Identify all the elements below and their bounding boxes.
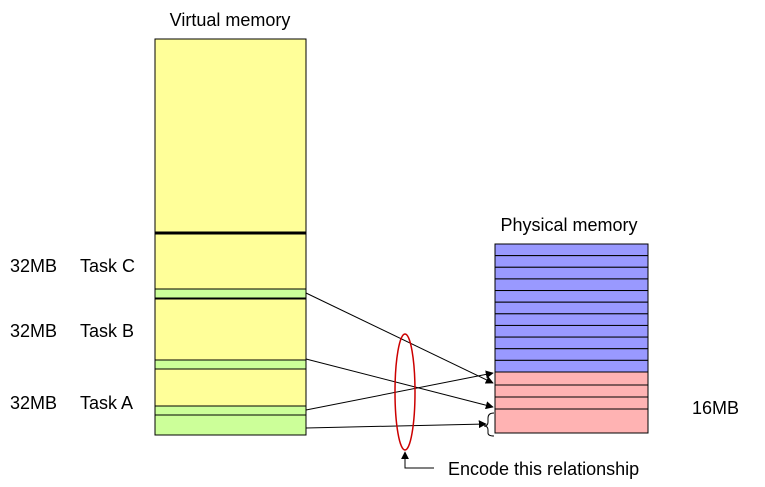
annotation-pointer (401, 451, 434, 469)
physical-frame-free (494, 301, 649, 315)
physical-memory-title: Physical memory (500, 215, 637, 235)
physical-frame-used (494, 408, 649, 434)
virtual-page-task-a-1 (154, 405, 307, 416)
task-b-label: Task B (80, 321, 134, 341)
virtual-page-task-b (154, 359, 307, 370)
physical-frame-free (494, 336, 649, 350)
virtual-page-task-c (154, 288, 307, 299)
arrow-task-b (305, 358, 494, 410)
physical-frame-free (494, 266, 649, 280)
physical-frame-free (494, 313, 649, 326)
virtual-memory-column (154, 38, 307, 436)
arrow-task-a-2 (305, 420, 487, 429)
virtual-memory-title: Virtual memory (170, 10, 291, 30)
physical-frame-free (494, 324, 649, 338)
virtual-page-task-a-2 (154, 414, 307, 436)
task-a-size: 32MB (10, 393, 57, 413)
task-a-label: Task A (80, 393, 133, 413)
physical-frame-used (494, 384, 649, 398)
task-c-size: 32MB (10, 256, 57, 276)
physical-frame-free (494, 359, 649, 373)
physical-memory-column (494, 243, 649, 434)
physical-frame-free (494, 348, 649, 361)
physical-frame-used (494, 396, 649, 410)
physical-frame-free (494, 290, 649, 303)
virtual-memory-block (154, 38, 307, 436)
task-b-size: 32MB (10, 321, 57, 341)
arrow-task-c (305, 292, 494, 384)
physical-frame-used (494, 371, 649, 386)
physical-frame-free (494, 255, 649, 268)
task-c-label: Task C (80, 256, 135, 276)
physical-frame-free (494, 243, 649, 257)
physical-memory-size: 16MB (692, 398, 739, 418)
annotation-text: Encode this relationship (448, 459, 639, 479)
arrow-task-a-1 (305, 370, 494, 411)
relationship-ellipse (394, 333, 416, 451)
physical-frame-free (494, 278, 649, 292)
